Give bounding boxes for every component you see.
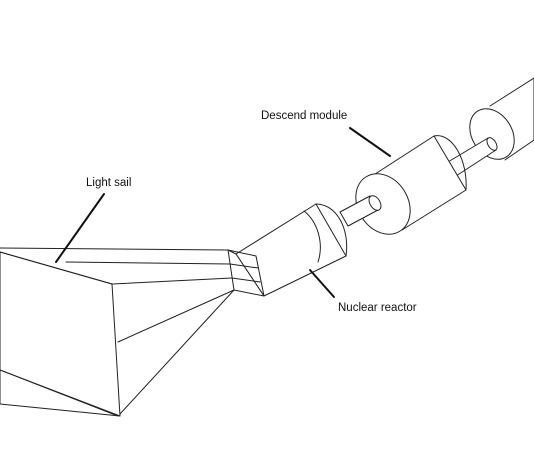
connector-rod-lower: [339, 195, 382, 227]
sail-rigging: [0, 247, 235, 417]
label-descend-module: Descend module: [261, 110, 347, 122]
light-sail: [0, 251, 121, 417]
leader-light-sail: [55, 193, 105, 263]
descend-module: [355, 135, 467, 235]
leader-nuclear-reactor: [309, 269, 335, 298]
label-nuclear-reactor: Nuclear reactor: [338, 302, 417, 314]
reactor-box-frame: [227, 249, 265, 297]
leader-descend-module: [349, 127, 391, 157]
label-light-sail: Light sail: [86, 177, 131, 189]
